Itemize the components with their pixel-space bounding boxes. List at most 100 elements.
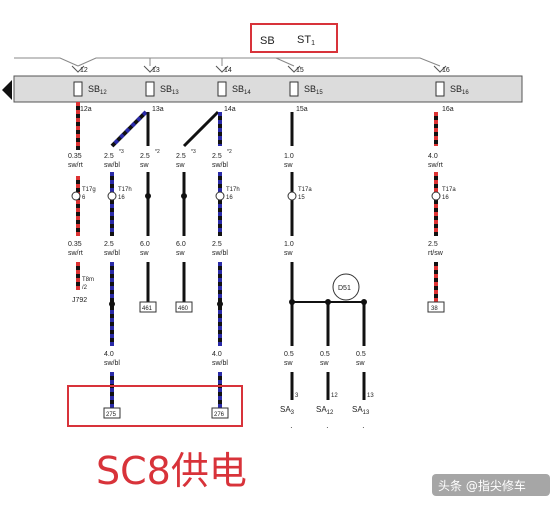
svg-text:461: 461 bbox=[142, 306, 153, 312]
svg-text:sw: sw bbox=[140, 162, 150, 169]
svg-text:16: 16 bbox=[118, 195, 125, 201]
svg-text:2.5: 2.5 bbox=[104, 153, 114, 160]
svg-text:0.35: 0.35 bbox=[68, 153, 82, 160]
svg-text:2.5: 2.5 bbox=[140, 153, 150, 160]
wire-6: 1.0 sw T17a 15 1.0 sw bbox=[284, 112, 367, 346]
svg-text:16: 16 bbox=[442, 67, 450, 74]
svg-text:sw/bl: sw/bl bbox=[212, 250, 228, 257]
svg-text:·: · bbox=[290, 423, 293, 432]
svg-text:2.5: 2.5 bbox=[212, 241, 222, 248]
highlight-box bbox=[67, 385, 243, 427]
svg-text:38: 38 bbox=[431, 306, 438, 312]
svg-text:15: 15 bbox=[298, 195, 305, 201]
fuse-label: SB16 bbox=[450, 84, 469, 96]
svg-text:*3: *3 bbox=[119, 149, 124, 155]
wire-5: 2.5 *2 sw/bl T17h 16 2.5 sw/bl 4.0 sw/bl… bbox=[211, 112, 240, 419]
svg-text:D51: D51 bbox=[338, 285, 351, 292]
svg-text:rt/sw: rt/sw bbox=[428, 250, 444, 257]
fuse-sb15: 15 SB15 15a bbox=[289, 67, 323, 113]
header-st-label: ST1 bbox=[297, 34, 315, 47]
branch-sa12: 0.5 sw 12 SA12 · bbox=[316, 351, 338, 432]
svg-text:13a: 13a bbox=[152, 106, 164, 113]
svg-text:T8m: T8m bbox=[82, 277, 94, 283]
svg-text:15: 15 bbox=[296, 67, 304, 74]
svg-text:4.0: 4.0 bbox=[212, 351, 222, 358]
feed-lines bbox=[14, 57, 441, 67]
svg-text:16a: 16a bbox=[442, 106, 454, 113]
svg-text:4.0: 4.0 bbox=[428, 153, 438, 160]
svg-text:6: 6 bbox=[82, 195, 86, 201]
top-chevrons bbox=[71, 65, 447, 73]
svg-text:4.0: 4.0 bbox=[104, 351, 114, 358]
svg-text:3: 3 bbox=[295, 393, 299, 399]
sc8-supply-annotation: SC8供电 bbox=[96, 449, 247, 493]
svg-text:275: 275 bbox=[106, 412, 117, 418]
svg-text:SA12: SA12 bbox=[316, 405, 334, 416]
wire-1: 0.35 sw/rt T17g 6 0.35 sw/rt T8m /2 J792 bbox=[68, 102, 96, 304]
svg-text:0.5: 0.5 bbox=[356, 351, 366, 358]
svg-text:T17a: T17a bbox=[442, 187, 456, 193]
svg-text:14a: 14a bbox=[224, 106, 236, 113]
svg-text:sw: sw bbox=[176, 250, 186, 257]
svg-text:T17g: T17g bbox=[82, 187, 96, 193]
svg-text:sw: sw bbox=[140, 250, 150, 257]
svg-text:·: · bbox=[362, 423, 365, 432]
svg-text:1.0: 1.0 bbox=[284, 153, 294, 160]
wire-4: 2.5 *3 sw 6.0 sw 460 bbox=[175, 110, 220, 313]
svg-text:sw: sw bbox=[356, 360, 366, 367]
bus-arrow-icon bbox=[2, 80, 12, 100]
svg-text:2.5: 2.5 bbox=[212, 153, 222, 160]
wire-3: 2.5 *2 sw 6.0 sw 461 bbox=[139, 112, 160, 313]
watermark-bg bbox=[432, 474, 550, 496]
svg-text:sw/rt: sw/rt bbox=[68, 162, 83, 169]
watermark-text: 头条 @指尖修车 bbox=[438, 478, 526, 493]
svg-text:12: 12 bbox=[80, 67, 88, 74]
svg-text:*2: *2 bbox=[155, 149, 160, 155]
svg-text:T17h: T17h bbox=[118, 187, 132, 193]
svg-text:0.35: 0.35 bbox=[68, 241, 82, 248]
svg-text:sw: sw bbox=[284, 162, 294, 169]
svg-text:sw/bl: sw/bl bbox=[104, 250, 120, 257]
svg-text:2.5: 2.5 bbox=[104, 241, 114, 248]
branch-sa13: 0.5 sw 13 SA13 · bbox=[352, 351, 374, 432]
svg-text:sw: sw bbox=[176, 162, 186, 169]
fuse-sb14: 14 SB14 14a bbox=[217, 67, 251, 113]
svg-text:276: 276 bbox=[214, 412, 225, 418]
svg-text:13: 13 bbox=[152, 67, 160, 74]
fuse-sb16: 16 SB16 16a bbox=[435, 67, 469, 113]
svg-text:T17a: T17a bbox=[298, 187, 312, 193]
fuse-sb13: 13 SB13 13a bbox=[145, 67, 179, 113]
svg-text:sw/bl: sw/bl bbox=[212, 360, 228, 367]
svg-text:sw/rt: sw/rt bbox=[428, 162, 443, 169]
svg-text:sw: sw bbox=[284, 360, 294, 367]
branch-sa3: 0.5 sw 3 SA3 · bbox=[280, 351, 299, 432]
fuse-label: SB13 bbox=[160, 84, 179, 96]
svg-text:T17h: T17h bbox=[226, 187, 240, 193]
svg-text:sw: sw bbox=[284, 250, 294, 257]
svg-text:12: 12 bbox=[331, 393, 338, 399]
svg-text:·: · bbox=[326, 423, 329, 432]
fuse-label: SB14 bbox=[232, 84, 251, 96]
svg-text:460: 460 bbox=[178, 306, 189, 312]
svg-text:14: 14 bbox=[224, 67, 232, 74]
fuse-sb12: 12 SB12 12a bbox=[73, 67, 107, 113]
svg-text:1.0: 1.0 bbox=[284, 241, 294, 248]
svg-text:12a: 12a bbox=[80, 106, 92, 113]
svg-text:SA3: SA3 bbox=[280, 405, 295, 416]
fuse-label: SB15 bbox=[304, 84, 323, 96]
svg-text:sw: sw bbox=[320, 360, 330, 367]
svg-text:sw/bl: sw/bl bbox=[104, 162, 120, 169]
svg-text:13: 13 bbox=[367, 393, 374, 399]
svg-text:0.5: 0.5 bbox=[320, 351, 330, 358]
header-sb-label: SB bbox=[260, 35, 275, 47]
fuse-label: SB12 bbox=[88, 84, 107, 96]
svg-text:0.5: 0.5 bbox=[284, 351, 294, 358]
svg-text:J792: J792 bbox=[72, 297, 87, 304]
svg-text:sw/bl: sw/bl bbox=[104, 360, 120, 367]
svg-text:15a: 15a bbox=[296, 106, 308, 113]
svg-text:6.0: 6.0 bbox=[176, 241, 186, 248]
svg-text:SA13: SA13 bbox=[352, 405, 370, 416]
svg-text:6.0: 6.0 bbox=[140, 241, 150, 248]
svg-text:2.5: 2.5 bbox=[176, 153, 186, 160]
